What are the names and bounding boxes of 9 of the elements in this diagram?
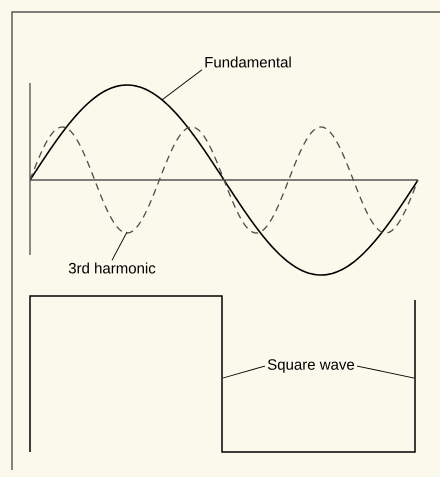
square-wave	[29, 295, 416, 453]
curve-label: Square wave	[265, 357, 357, 375]
leader-line	[356, 366, 414, 378]
leader-line	[162, 69, 202, 100]
leader-line	[112, 232, 128, 261]
leader-line	[222, 366, 266, 378]
curve-label: Fundamental	[202, 54, 294, 70]
curve-label: 3rd harmonic	[66, 260, 158, 276]
fundamental-wave	[29, 84, 419, 276]
